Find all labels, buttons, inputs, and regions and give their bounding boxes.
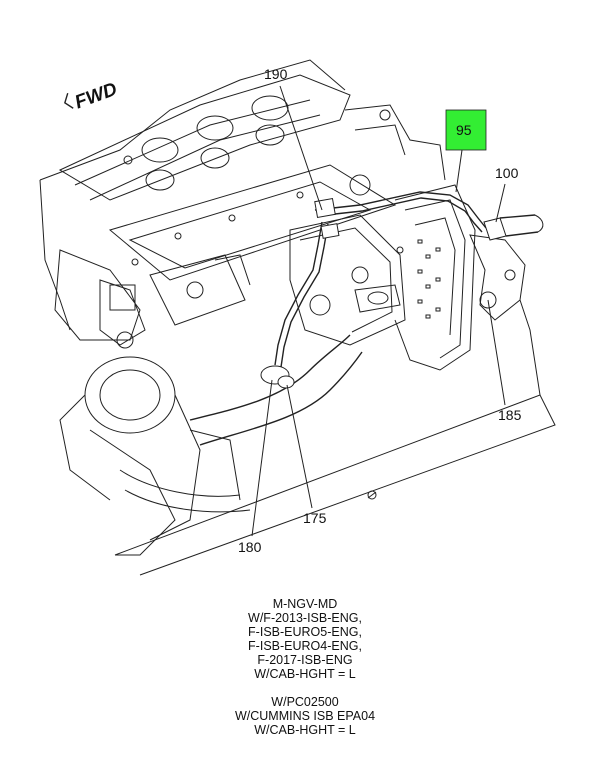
note-line: W/CAB-HGHT = L — [254, 667, 356, 681]
forward-orientation-mark: FWD — [64, 79, 120, 114]
callout-label-95: 95 — [456, 122, 472, 138]
note-line: F-ISB-EURO4-ENG, — [248, 639, 362, 653]
applicability-notes-b: W/PC02500 W/CUMMINS ISB EPA04 W/CAB-HGHT… — [0, 695, 610, 737]
note-line: W/CUMMINS ISB EPA04 — [234, 709, 376, 723]
callout-100: 100 — [495, 165, 519, 223]
callout-180: 180 — [238, 379, 273, 555]
engine-block-lineart — [39, 59, 556, 576]
callout-label-180: 180 — [238, 539, 262, 555]
note-line: F-2017-ISB-ENG — [257, 653, 353, 667]
gear-teeth-pattern — [417, 239, 441, 319]
note-line: F-ISB-EURO5-ENG, — [248, 625, 362, 639]
note-line: W/CAB-HGHT = L — [254, 723, 356, 737]
callout-175: 175 — [286, 384, 327, 526]
applicability-notes-a: M-NGV-MD W/F-2013-ISB-ENG, F-ISB-EURO5-E… — [0, 597, 610, 681]
fwd-label: FWD — [72, 79, 120, 114]
callout-label-100: 100 — [495, 165, 519, 181]
fuel-line-assembly — [260, 191, 544, 389]
callout-190: 190 — [264, 66, 323, 211]
forward-arrow-icon — [64, 93, 74, 109]
callout-label-190: 190 — [264, 66, 288, 82]
engine-diagram: FWD 190 95 100 185 175 180 — [39, 59, 556, 576]
highlight-box-95 — [445, 109, 487, 151]
callout-label-185: 185 — [498, 407, 522, 423]
callout-185: 185 — [487, 299, 522, 423]
note-line: W/F-2013-ISB-ENG, — [248, 611, 362, 625]
note-line: M-NGV-MD — [272, 597, 338, 611]
callout-label-175: 175 — [303, 510, 327, 526]
note-line: W/PC02500 — [271, 695, 339, 709]
callout-95: 95 — [445, 109, 487, 193]
